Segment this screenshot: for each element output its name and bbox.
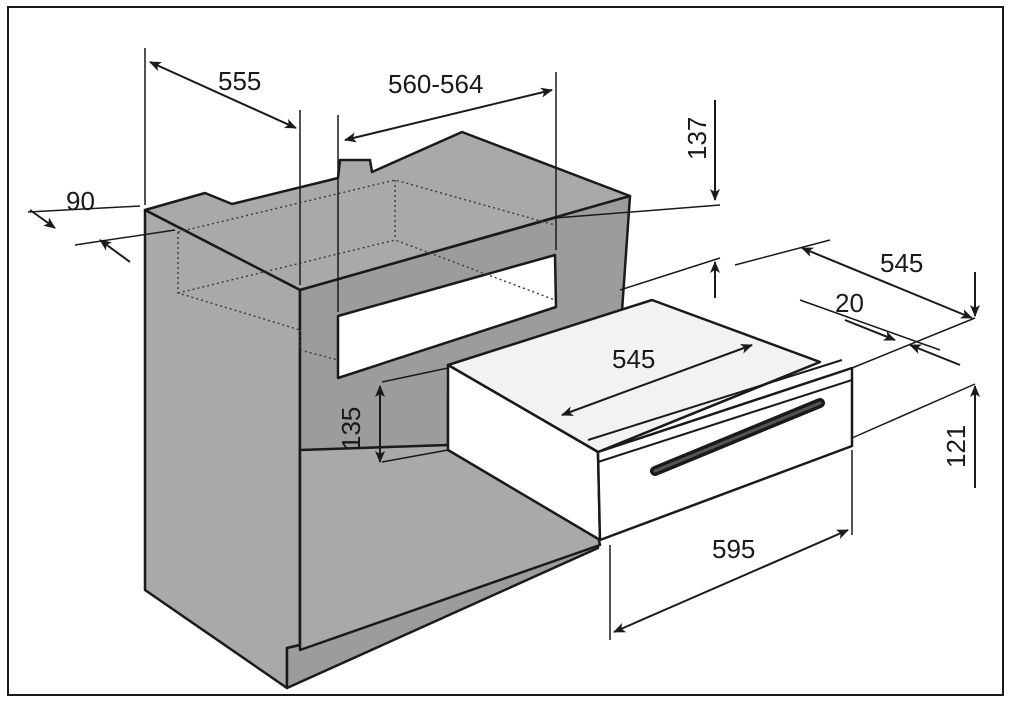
dim-label-cabinet-depth: 555 <box>218 66 261 96</box>
dim-label-drawer-depth-top: 545 <box>612 344 655 374</box>
dim-label-opening-width: 560-564 <box>388 69 483 99</box>
extension-lines <box>27 48 976 640</box>
cabinet <box>143 130 632 690</box>
dim-label-back-gap: 90 <box>66 186 95 216</box>
dim-label-front-offset: 20 <box>835 288 864 318</box>
dim-label-top-height: 137 <box>682 117 712 160</box>
dimension-arrows <box>29 61 980 633</box>
dim-label-drawer-height: 135 <box>336 407 366 450</box>
dim-label-front-height: 121 <box>941 425 971 468</box>
diagram-frame <box>7 6 1004 696</box>
dim-label-front-width: 595 <box>712 534 755 564</box>
dim-label-drawer-depth-right: 545 <box>880 248 923 278</box>
